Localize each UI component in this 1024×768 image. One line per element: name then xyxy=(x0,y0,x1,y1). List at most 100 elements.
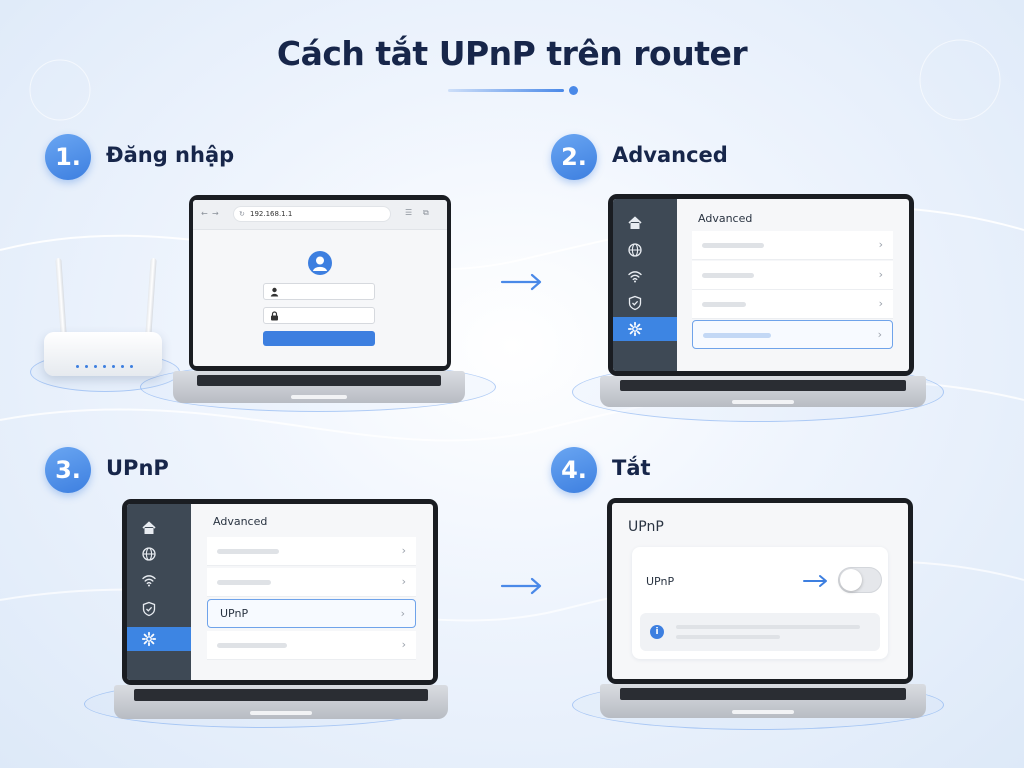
arrow-right-icon xyxy=(500,273,542,291)
login-page: ← → ↻ 192.168.1.1 ☰ ⧉ xyxy=(193,200,447,366)
toggle-knob xyxy=(840,569,862,591)
address-bar-url: 192.168.1.1 xyxy=(250,210,293,218)
forward-icon[interactable]: → xyxy=(212,209,219,218)
placeholder-line xyxy=(702,243,764,248)
laptop-4-keyboard xyxy=(620,688,906,700)
step-4-number: 4. xyxy=(551,447,597,493)
home-icon[interactable] xyxy=(141,520,157,536)
reload-icon[interactable]: ↻ xyxy=(239,210,245,218)
sidebar xyxy=(127,504,191,680)
menu-row-selected[interactable]: › xyxy=(692,320,893,349)
shield-icon[interactable] xyxy=(627,295,643,311)
shield-icon[interactable] xyxy=(141,601,157,617)
menu-row-label: UPnP xyxy=(220,607,249,620)
step-2-number: 2. xyxy=(551,134,597,180)
router-led xyxy=(112,365,115,368)
laptop-4-base xyxy=(600,684,926,718)
wifi-icon[interactable] xyxy=(627,268,643,284)
placeholder-line xyxy=(676,635,780,639)
user-small-icon xyxy=(270,287,279,297)
home-icon[interactable] xyxy=(627,215,643,231)
chevron-right-icon: › xyxy=(877,328,882,341)
upnp-toggle-label: UPnP xyxy=(646,575,675,588)
menu-row[interactable]: › xyxy=(207,537,416,566)
back-icon[interactable]: ← xyxy=(201,209,208,218)
chevron-right-icon: › xyxy=(878,238,883,251)
sidebar xyxy=(613,199,677,371)
placeholder-line xyxy=(702,273,754,278)
gear-icon xyxy=(627,321,643,337)
router-led xyxy=(130,365,133,368)
laptop-3-base xyxy=(114,685,448,719)
laptop-1-screen: ← → ↻ 192.168.1.1 ☰ ⧉ xyxy=(189,195,451,371)
router-led xyxy=(85,365,88,368)
menu-row[interactable]: › xyxy=(692,290,893,319)
chevron-right-icon: › xyxy=(401,638,406,651)
menu-icon[interactable]: ☰ xyxy=(405,208,413,217)
laptop-2-trackpad xyxy=(732,400,794,404)
step-4-label: Tắt xyxy=(612,456,651,480)
login-button[interactable] xyxy=(263,331,375,346)
laptop-2-base xyxy=(600,376,926,407)
laptop-2-keyboard xyxy=(620,380,906,391)
globe-icon[interactable] xyxy=(627,242,643,258)
laptop-3-keyboard xyxy=(134,689,428,701)
advanced-page: Advanced › › › › xyxy=(613,199,909,371)
menu-row[interactable]: › xyxy=(207,568,416,597)
globe-icon[interactable] xyxy=(141,546,157,562)
password-field[interactable] xyxy=(263,307,375,324)
title-underline xyxy=(448,89,564,92)
menu-row[interactable]: › xyxy=(692,261,893,290)
laptop-1-base xyxy=(173,371,465,403)
placeholder-line xyxy=(676,625,860,629)
laptop-3-screen: Advanced › › UPnP › › xyxy=(122,499,438,685)
menu-row[interactable]: › xyxy=(207,631,416,660)
placeholder-line xyxy=(217,580,271,585)
arrow-right-icon xyxy=(803,575,827,587)
sidebar-item-settings[interactable] xyxy=(613,317,677,341)
router-led xyxy=(103,365,106,368)
chevron-right-icon: › xyxy=(878,268,883,281)
placeholder-line xyxy=(703,333,771,338)
laptop-3-trackpad xyxy=(250,711,312,715)
laptop-4-trackpad xyxy=(732,710,794,714)
browser-toolbar: ← → ↻ 192.168.1.1 ☰ ⧉ xyxy=(193,200,447,230)
panel-title: Advanced xyxy=(213,515,268,528)
step-3-label: UPnP xyxy=(106,456,169,480)
router-led xyxy=(121,365,124,368)
upnp-menu-page: Advanced › › UPnP › › xyxy=(127,504,433,680)
sidebar-item-settings[interactable] xyxy=(127,627,191,651)
info-icon: i xyxy=(650,625,664,639)
placeholder-line xyxy=(217,643,287,648)
upnp-toggle-switch[interactable] xyxy=(838,567,882,593)
lock-icon xyxy=(271,311,278,321)
chevron-right-icon: › xyxy=(400,607,405,620)
wifi-icon[interactable] xyxy=(141,572,157,588)
arrow-right-icon xyxy=(500,577,542,595)
router-device xyxy=(44,332,162,376)
router-antenna-left xyxy=(55,257,67,337)
laptop-1-trackpad xyxy=(291,395,347,399)
step-1-number: 1. xyxy=(45,134,91,180)
step-2-label: Advanced xyxy=(612,143,728,167)
page-title: Cách tắt UPnP trên router xyxy=(276,34,748,73)
laptop-1-keyboard xyxy=(197,375,441,386)
placeholder-line xyxy=(702,302,746,307)
upnp-settings-page: UPnP UPnP i xyxy=(612,503,908,679)
title-underline-dot xyxy=(569,86,578,95)
step-3-number: 3. xyxy=(45,447,91,493)
laptop-4-screen: UPnP UPnP i xyxy=(607,498,913,684)
menu-row[interactable]: › xyxy=(692,231,893,260)
router-led xyxy=(94,365,97,368)
chevron-right-icon: › xyxy=(401,575,406,588)
address-bar[interactable]: ↻ 192.168.1.1 xyxy=(233,206,391,222)
upnp-card: UPnP i xyxy=(632,547,888,659)
chevron-right-icon: › xyxy=(878,297,883,310)
chevron-right-icon: › xyxy=(401,544,406,557)
laptop-2-screen: Advanced › › › › xyxy=(608,194,914,376)
username-field[interactable] xyxy=(263,283,375,300)
gear-icon xyxy=(141,631,157,647)
extension-icon[interactable]: ⧉ xyxy=(423,208,429,217)
menu-row-upnp[interactable]: UPnP › xyxy=(207,599,416,628)
step-1-label: Đăng nhập xyxy=(106,143,235,167)
